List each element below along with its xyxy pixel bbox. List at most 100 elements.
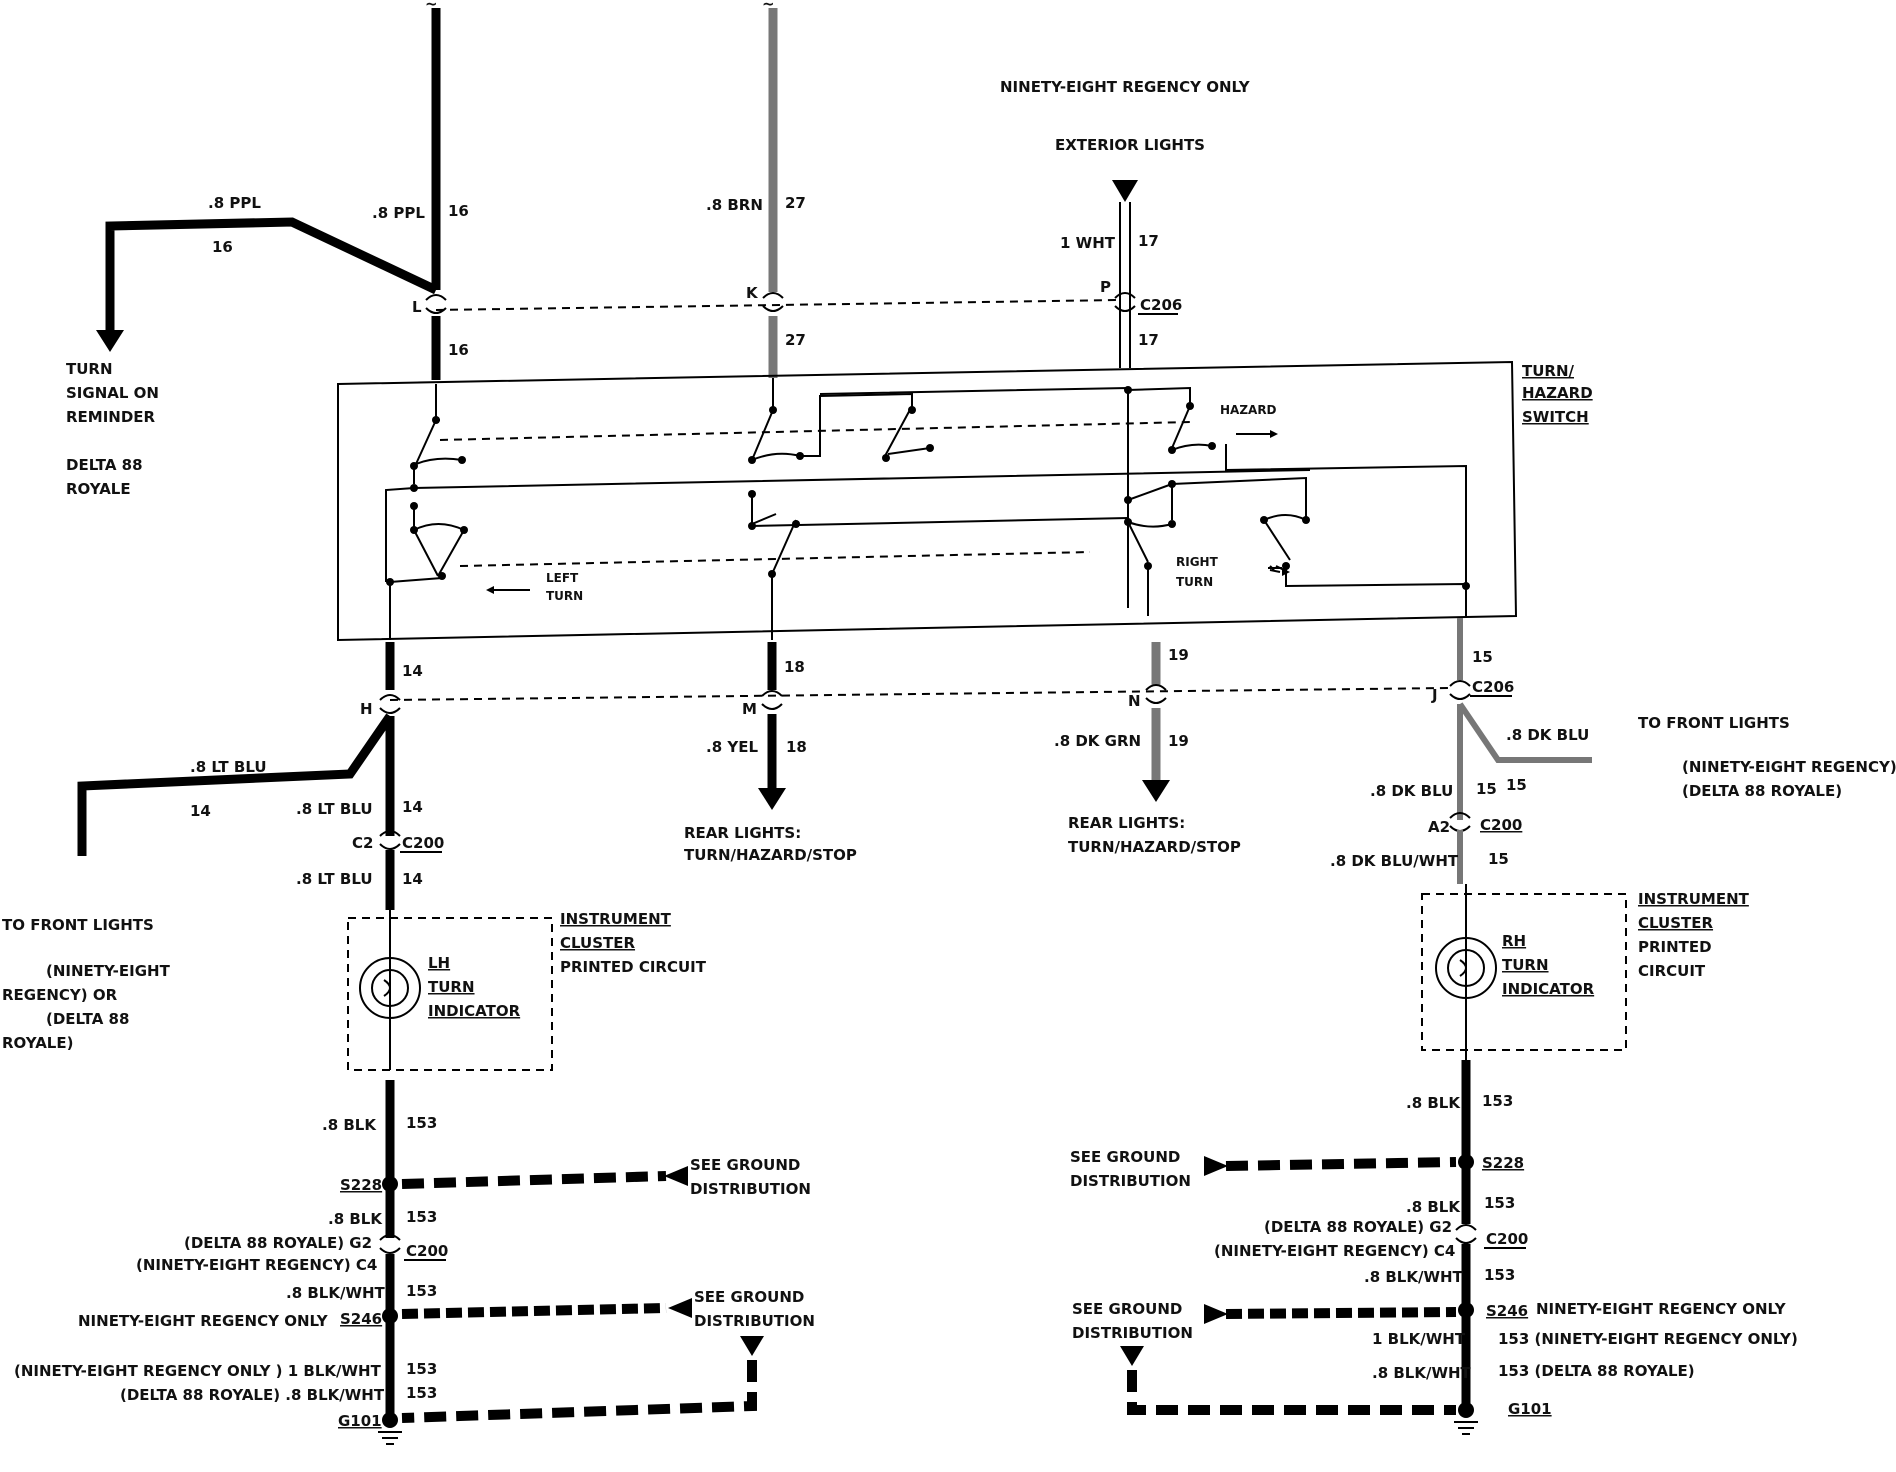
ppl-circuit-below: 16 [448,341,469,359]
right-a2: A2 [1428,818,1450,836]
left-cluster-3: PRINTED CIRCUIT [560,958,707,976]
n-connector [1145,684,1167,704]
right-c153c: 153 [1484,1266,1515,1284]
c14: 14 [402,662,423,680]
left-c200-connector [379,830,401,850]
left-d88-blkwht: (DELTA 88 ROYALE) .8 BLK/WHT [120,1386,385,1404]
right-c153d: 153 (NINETY-EIGHT REGENCY ONLY) [1498,1330,1798,1348]
switch-internals [385,378,1470,640]
switch-label-3: SWITCH [1522,408,1589,426]
right-cluster-3: PRINTED [1638,938,1712,956]
right-blk2: .8 BLK [1406,1198,1461,1216]
c206-bottom: C206 [1472,678,1514,696]
dkblu-branch-circuit: 15 [1506,776,1527,794]
left-c200b-connector [379,1234,401,1254]
left-blk2: .8 BLK [328,1210,383,1228]
rear-lights-2: TURN/HAZARD/STOP [684,846,857,864]
ppl-break: ~ [425,0,438,13]
brn-connector [762,292,784,312]
front-left-1: TO FRONT LIGHTS [2,916,154,934]
right-s246-ground-wire [1225,1307,1457,1319]
ppl-connector [425,294,447,314]
left-blkwht: .8 BLK/WHT [286,1284,386,1302]
switch-label-2: HAZARD [1522,384,1593,402]
right-c153b: 153 [1484,1194,1515,1212]
right-c153: 153 [1482,1092,1513,1110]
left-c153b: 153 [406,1208,437,1226]
lh-indicator-1: LH [428,954,450,972]
right-cluster-2: CLUSTER [1638,914,1713,932]
right-turn-line1: RIGHT [1176,555,1219,569]
right-s246-note: NINETY-EIGHT REGENCY ONLY [1536,1300,1787,1318]
dkblu-circuit: 15 [1476,780,1497,798]
ppl-gauge: .8 PPL [372,204,425,222]
right-c15: 15 [1488,850,1509,868]
delta-royale-line1: DELTA 88 [66,456,143,474]
ltblu-circuit: 14 [402,798,423,816]
left-c153e: 153 [406,1384,437,1402]
front-right-3: (DELTA 88 ROYALE) [1682,782,1842,800]
left-s246-note: NINETY-EIGHT REGENCY ONLY [78,1312,329,1330]
brn-break: ~ [762,0,775,13]
exterior-lights-arrow [1112,180,1138,202]
reminder-line3: REMINDER [66,408,156,426]
right-cluster-1: INSTRUMENT [1638,890,1750,908]
right-ground-symbol [1454,1421,1478,1435]
left-c14b: 14 [402,870,423,888]
ltblu-branch-circuit: 14 [190,802,211,820]
left-c4: (NINETY-EIGHT REGENCY) C4 [136,1256,377,1274]
left-s246: S246 [340,1310,382,1328]
front-left-5: ROYALE) [2,1034,73,1052]
front-right-2: (NINETY-EIGHT REGENCY) [1682,758,1896,776]
c206-top: C206 [1140,296,1182,314]
delta-royale-line2: ROYALE [66,480,131,498]
left-c153: 153 [406,1114,437,1132]
rh-bulb [1435,937,1497,999]
left-turn-line2: TURN [546,589,583,603]
left-c2: C2 [352,834,373,852]
c206-top-dashline [435,299,1121,311]
left-g101: G101 [338,1412,382,1430]
turn-hazard-switch-box [337,360,1518,642]
left-cluster-box [347,917,553,1071]
left-ltblu2: .8 LT BLU [296,870,373,888]
dkblu-branch-gauge: .8 DK BLU [1506,726,1589,744]
c19: 19 [1168,646,1189,664]
left-ground-symbol [378,1431,402,1445]
ppl-branch-circuit: 16 [212,238,233,256]
right-g101-return-wire [1127,1370,1456,1415]
left-s246-arrow [668,1298,692,1318]
yel-gauge: .8 YEL [706,738,758,756]
ppl-circuit: 16 [448,202,469,220]
rh-indicator-3: INDICATOR [1502,980,1595,998]
header-line2: EXTERIOR LIGHTS [1055,136,1205,154]
left-s246-ground-wire [401,1303,667,1319]
switch-label-1: TURN/ [1522,362,1575,380]
right-blkwht2: .8 BLK/WHT [1372,1364,1472,1382]
left-g101-return-arrow [740,1336,764,1356]
dkgrn-circuit: 19 [1168,732,1189,750]
left-c200: C200 [402,834,444,852]
hazard-label: HAZARD [1220,403,1277,417]
left-cluster-1: INSTRUMENT [560,910,672,928]
right-g2: (DELTA 88 ROYALE) G2 [1264,1218,1452,1236]
left-see-ground-2: DISTRIBUTION [690,1180,811,1198]
rear-lights-1: REAR LIGHTS: [684,824,801,842]
left-s228-ground-wire [401,1171,667,1189]
right-dkbluwht: .8 DK BLU/WHT [1330,852,1459,870]
right-c200b-connector [1455,1224,1477,1244]
lh-indicator-2: TURN [428,978,475,996]
left-see-ground-1: SEE GROUND [690,1156,800,1174]
wht-gauge: 1 WHT [1060,234,1116,252]
right-blkwht: .8 BLK/WHT [1364,1268,1464,1286]
dkblu-gauge: .8 DK BLU [1370,782,1453,800]
left-cluster-2: CLUSTER [560,934,635,952]
right-turn-line2: TURN [1176,575,1213,589]
h-connector [379,694,401,714]
left-c200b: C200 [406,1242,448,1260]
right-g101: G101 [1508,1400,1552,1418]
m-connector [761,690,783,710]
right-blkwht1: 1 BLK/WHT [1372,1330,1466,1348]
yel-arrow [758,788,786,810]
wht-pin: P [1100,278,1111,296]
